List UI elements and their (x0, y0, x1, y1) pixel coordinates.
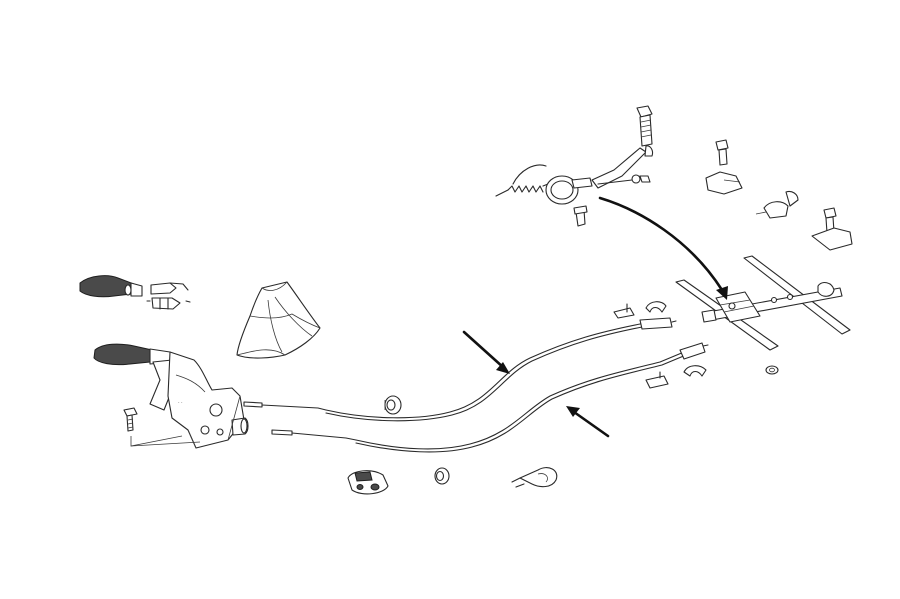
spring-bracket (591, 147, 651, 189)
clip-pair (146, 282, 191, 310)
arrow-curved-to-bracket-head (716, 286, 728, 300)
arrow-curved-to-bracket (598, 196, 724, 292)
grommet-lower (434, 467, 450, 485)
return-spring (495, 164, 549, 197)
arrow-upper-cable (462, 330, 506, 370)
bracket-assembly-right (705, 139, 853, 251)
brake-cable-upper (243, 317, 677, 422)
brake-cable-lower (271, 342, 709, 453)
arrow-lower-cable (572, 410, 610, 438)
arrow-indicators (462, 196, 728, 438)
arrow-lower-cable-head (566, 406, 580, 417)
svg-text:· ·: · · (178, 400, 183, 406)
equalizer-bracket-frame (675, 255, 851, 375)
rubber-mount (347, 470, 389, 495)
mounting-bolt (123, 407, 201, 447)
handle-grip-spare (79, 275, 143, 298)
handbrake-lever-assembly: · · (93, 343, 249, 449)
bolt-upper (636, 105, 654, 157)
boot-cover (236, 281, 321, 359)
grommet (384, 395, 402, 415)
arrow-upper-cable-head (496, 362, 510, 374)
cable-clamp-strap (511, 467, 558, 488)
pipe-clamp (545, 175, 593, 227)
cable-end-fittings (613, 301, 707, 389)
